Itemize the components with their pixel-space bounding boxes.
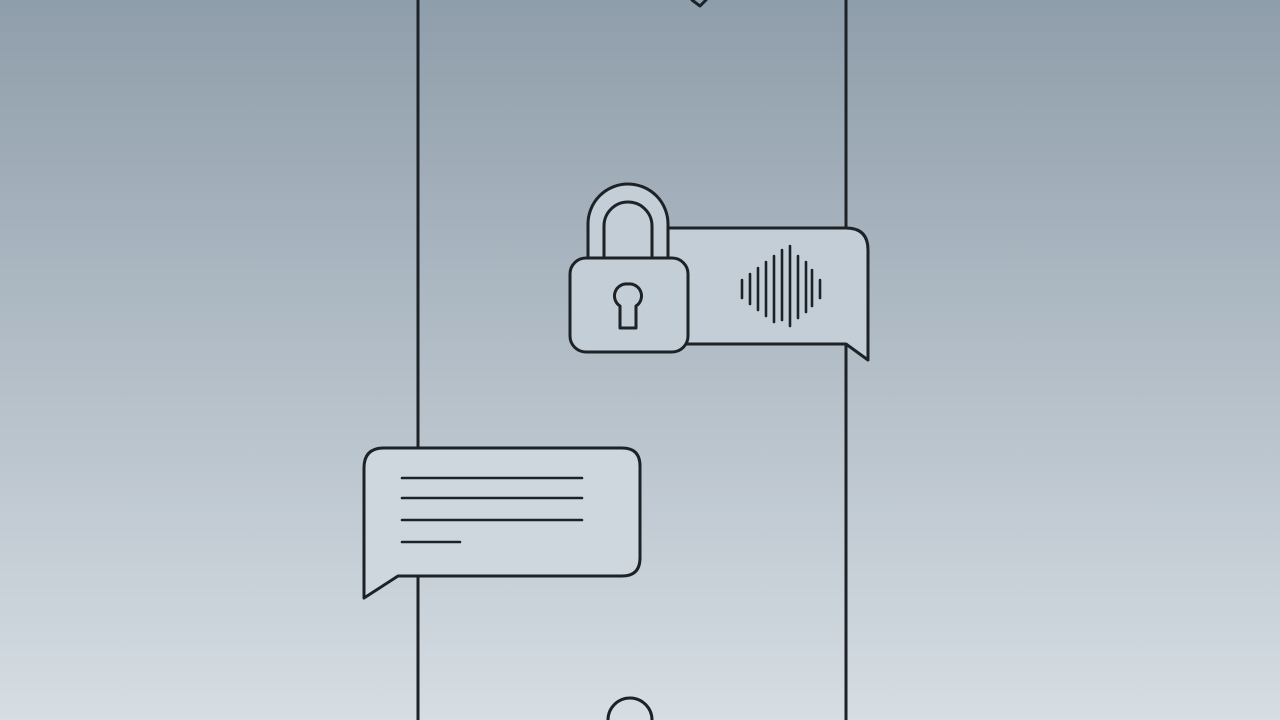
keyhole-icon <box>613 282 643 330</box>
text-message-bubble <box>362 446 642 600</box>
padlock-shackle-outer <box>586 182 670 260</box>
padlock-body <box>568 256 690 354</box>
smartphone-outline <box>416 0 848 720</box>
home-button-icon <box>606 696 654 720</box>
text-bubble-shape <box>362 446 642 600</box>
padlock-icon <box>568 182 690 354</box>
phone-top-notch <box>690 0 708 8</box>
padlock-shackle-inner <box>602 200 654 260</box>
sound-wave-icon <box>740 244 822 328</box>
